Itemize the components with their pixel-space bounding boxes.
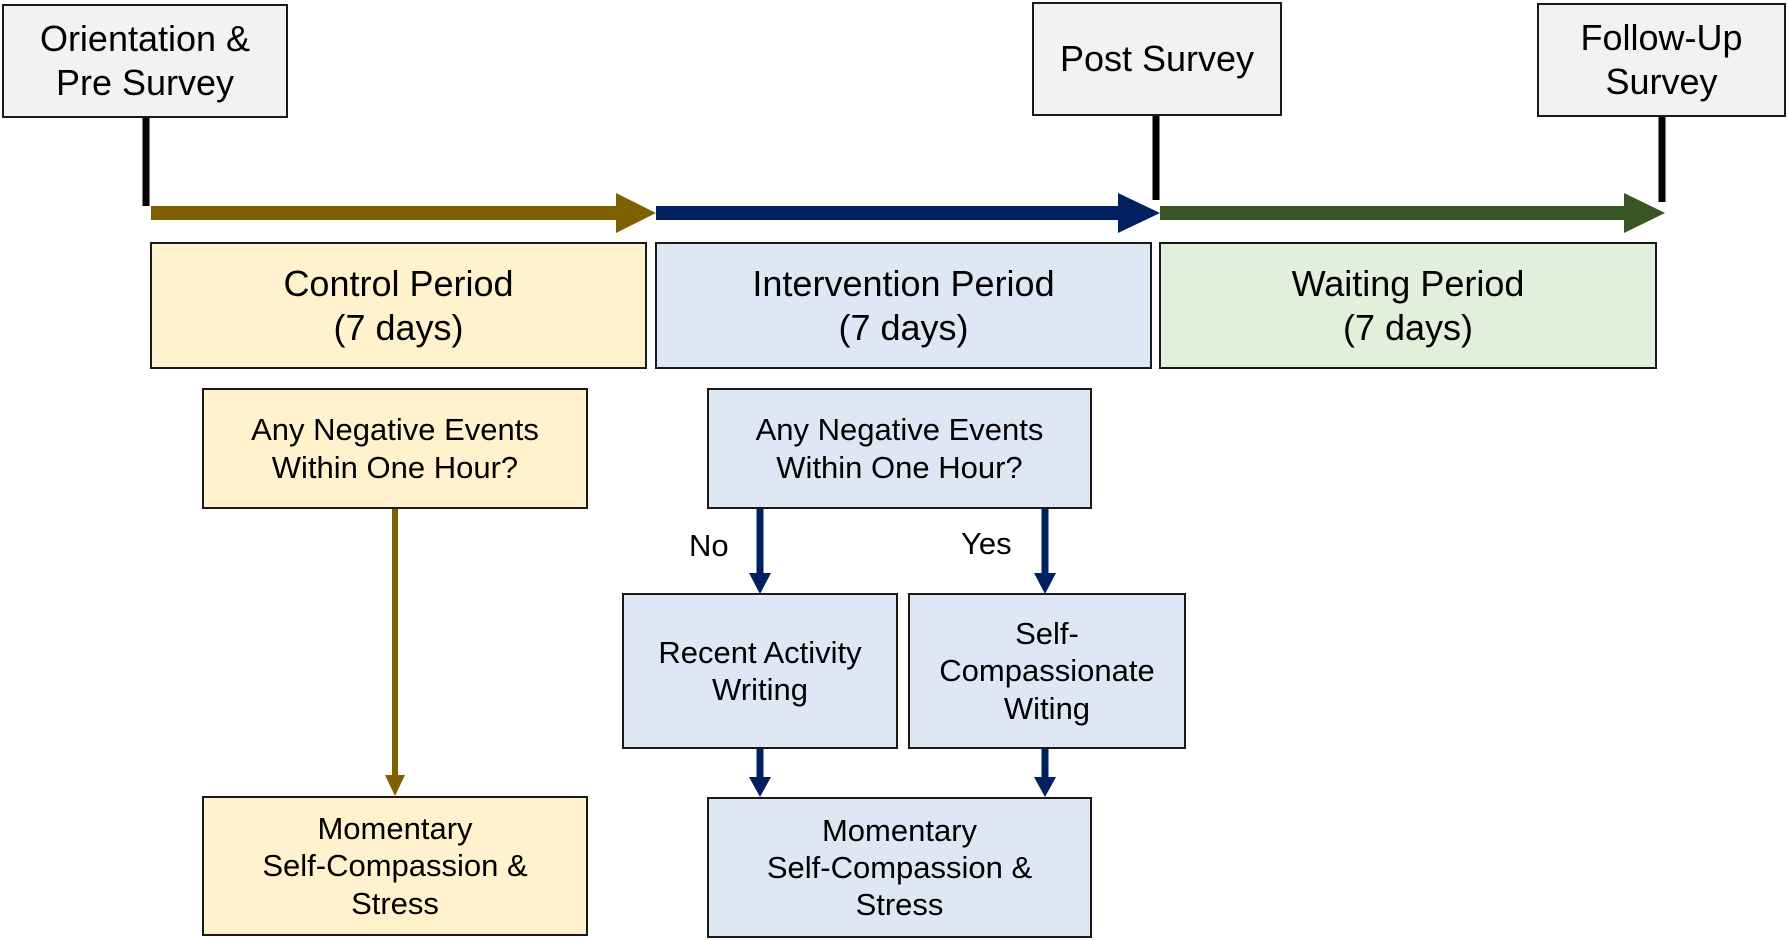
measure-line: Stress — [855, 887, 944, 923]
measure-line: Self-Compassion & — [262, 848, 528, 884]
milestone-text-line: Survey — [1605, 61, 1718, 102]
control-flow-arrow — [385, 508, 405, 796]
writing-to-measure-arrow-left — [749, 748, 771, 797]
no-branch-label: No — [689, 528, 729, 563]
no-branch-arrow — [749, 508, 771, 594]
period-name: Intervention Period — [752, 263, 1055, 305]
self-compassionate-writing-box: Self- Compassionate Witing — [908, 593, 1186, 749]
milestone-text-line: Post Survey — [1059, 38, 1255, 80]
control-measure-box: Momentary Self-Compassion & Stress — [202, 796, 588, 936]
question-line: Any Negative Events — [755, 412, 1044, 448]
waiting-timeline-arrow — [1160, 193, 1665, 233]
milestone-text-line: Follow-Up — [1580, 17, 1743, 59]
writing-line: Compassionate — [939, 653, 1155, 689]
question-line: Within One Hour? — [776, 449, 1023, 485]
yes-branch-label: Yes — [961, 526, 1012, 561]
period-duration: (7 days) — [1342, 306, 1474, 348]
period-name: Waiting Period — [1291, 263, 1525, 305]
period-duration: (7 days) — [333, 306, 464, 348]
writing-line: Writing — [712, 672, 808, 707]
intervention-timeline-arrow — [656, 193, 1160, 233]
yes-branch-arrow — [1034, 508, 1056, 594]
measure-line: Stress — [351, 885, 439, 921]
question-line: Within One Hour? — [271, 449, 519, 485]
question-line: Any Negative Events — [251, 412, 539, 448]
measure-line: Momentary — [317, 811, 473, 847]
orientation-pre-survey-box: Orientation & Pre Survey — [2, 4, 288, 118]
control-period-box: Control Period (7 days) — [150, 242, 647, 369]
intervention-measure-box: Momentary Self-Compassion & Stress — [707, 797, 1092, 938]
milestone-text-line: Orientation & — [39, 18, 251, 60]
writing-line: Recent Activity — [658, 634, 862, 670]
writing-line: Self- — [1015, 616, 1079, 652]
control-timeline-arrow — [151, 193, 656, 233]
post-survey-box: Post Survey — [1032, 2, 1282, 116]
intervention-question-box: Any Negative Events Within One Hour? — [707, 388, 1092, 509]
writing-to-measure-arrow-right — [1034, 748, 1056, 797]
intervention-period-box: Intervention Period (7 days) — [655, 242, 1152, 369]
measure-line: Self-Compassion & — [766, 849, 1033, 885]
recent-activity-writing-box: Recent Activity Writing — [622, 593, 898, 749]
control-question-box: Any Negative Events Within One Hour? — [202, 388, 588, 509]
followup-survey-box: Follow-Up Survey — [1537, 3, 1786, 117]
writing-line: Witing — [1003, 690, 1091, 726]
period-duration: (7 days) — [838, 306, 969, 348]
period-name: Control Period — [283, 263, 514, 305]
milestone-text-line: Pre Survey — [55, 62, 235, 103]
waiting-period-box: Waiting Period (7 days) — [1159, 242, 1657, 369]
measure-line: Momentary — [821, 812, 978, 848]
